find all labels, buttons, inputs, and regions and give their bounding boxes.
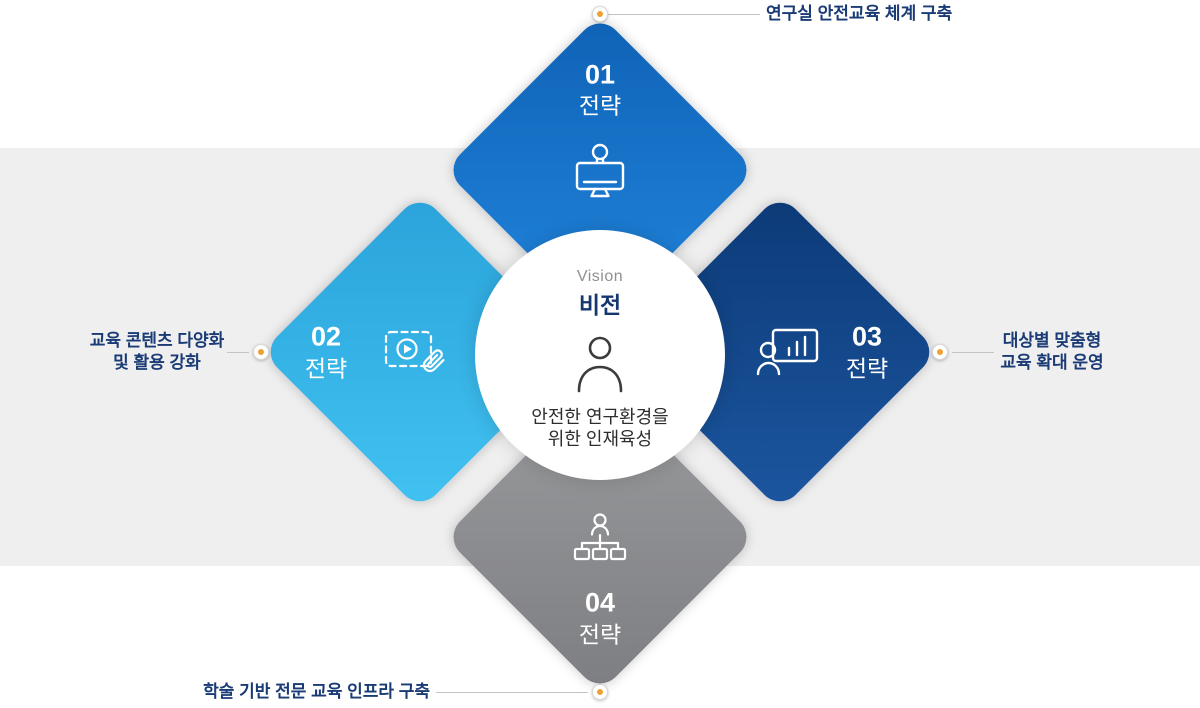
person-icon: [571, 335, 629, 399]
left-marker: [253, 344, 269, 360]
vision-description: 안전한 연구환경을 위한 인재육성: [531, 406, 668, 450]
strategy-03-callout-line2: 교육 확대 운영: [1000, 353, 1104, 372]
strategy-03-callout-line1: 대상별 맞춤형: [1002, 331, 1102, 350]
strategy-03-label: 전략: [845, 355, 889, 382]
right-marker: [932, 344, 948, 360]
bottom-connector-line: [436, 692, 588, 693]
right-connector-line: [952, 352, 994, 353]
vision-description-line2: 위한 인재육성: [547, 429, 653, 449]
strategy-04-number: 04: [584, 587, 616, 618]
monitor-lightbulb-icon: [567, 143, 633, 205]
left-marker-dot: [258, 349, 264, 355]
strategy-04-callout: 학술 기반 전문 교육 인프라 구축: [203, 682, 430, 701]
strategy-02-label: 전략: [304, 355, 348, 382]
strategy-01-callout: 연구실 안전교육 체계 구축: [766, 4, 953, 23]
strategy-02-callout: 교육 콘텐츠 다양화 및 활용 강화: [90, 330, 225, 374]
right-marker-dot: [937, 349, 943, 355]
strategy-01-label: 전략: [578, 92, 622, 119]
video-paperclip-icon: [383, 325, 449, 379]
presentation-chart-icon: [756, 325, 822, 379]
vision-circle: [475, 230, 725, 480]
strategy-04-label: 전략: [578, 621, 622, 648]
vision-description-line1: 안전한 연구환경을: [531, 407, 669, 427]
bottom-marker-dot: [597, 689, 603, 695]
org-chart-icon: [568, 512, 632, 570]
strategy-02-callout-line1: 교육 콘텐츠 다양화: [89, 331, 225, 350]
vision-en-label: Vision: [576, 268, 624, 285]
top-marker-dot: [597, 11, 603, 17]
top-connector-line: [608, 14, 760, 15]
bottom-marker: [592, 684, 608, 700]
strategy-02-callout-line2: 및 활용 강화: [113, 353, 201, 372]
strategy-03-callout: 대상별 맞춤형 교육 확대 운영: [1000, 330, 1103, 374]
vision-title: 비전: [578, 292, 622, 318]
strategy-01-number: 01: [584, 59, 616, 90]
top-marker: [592, 6, 608, 22]
left-connector-line: [227, 352, 249, 353]
strategy-02-number: 02: [310, 321, 342, 352]
strategy-03-number: 03: [851, 321, 883, 352]
